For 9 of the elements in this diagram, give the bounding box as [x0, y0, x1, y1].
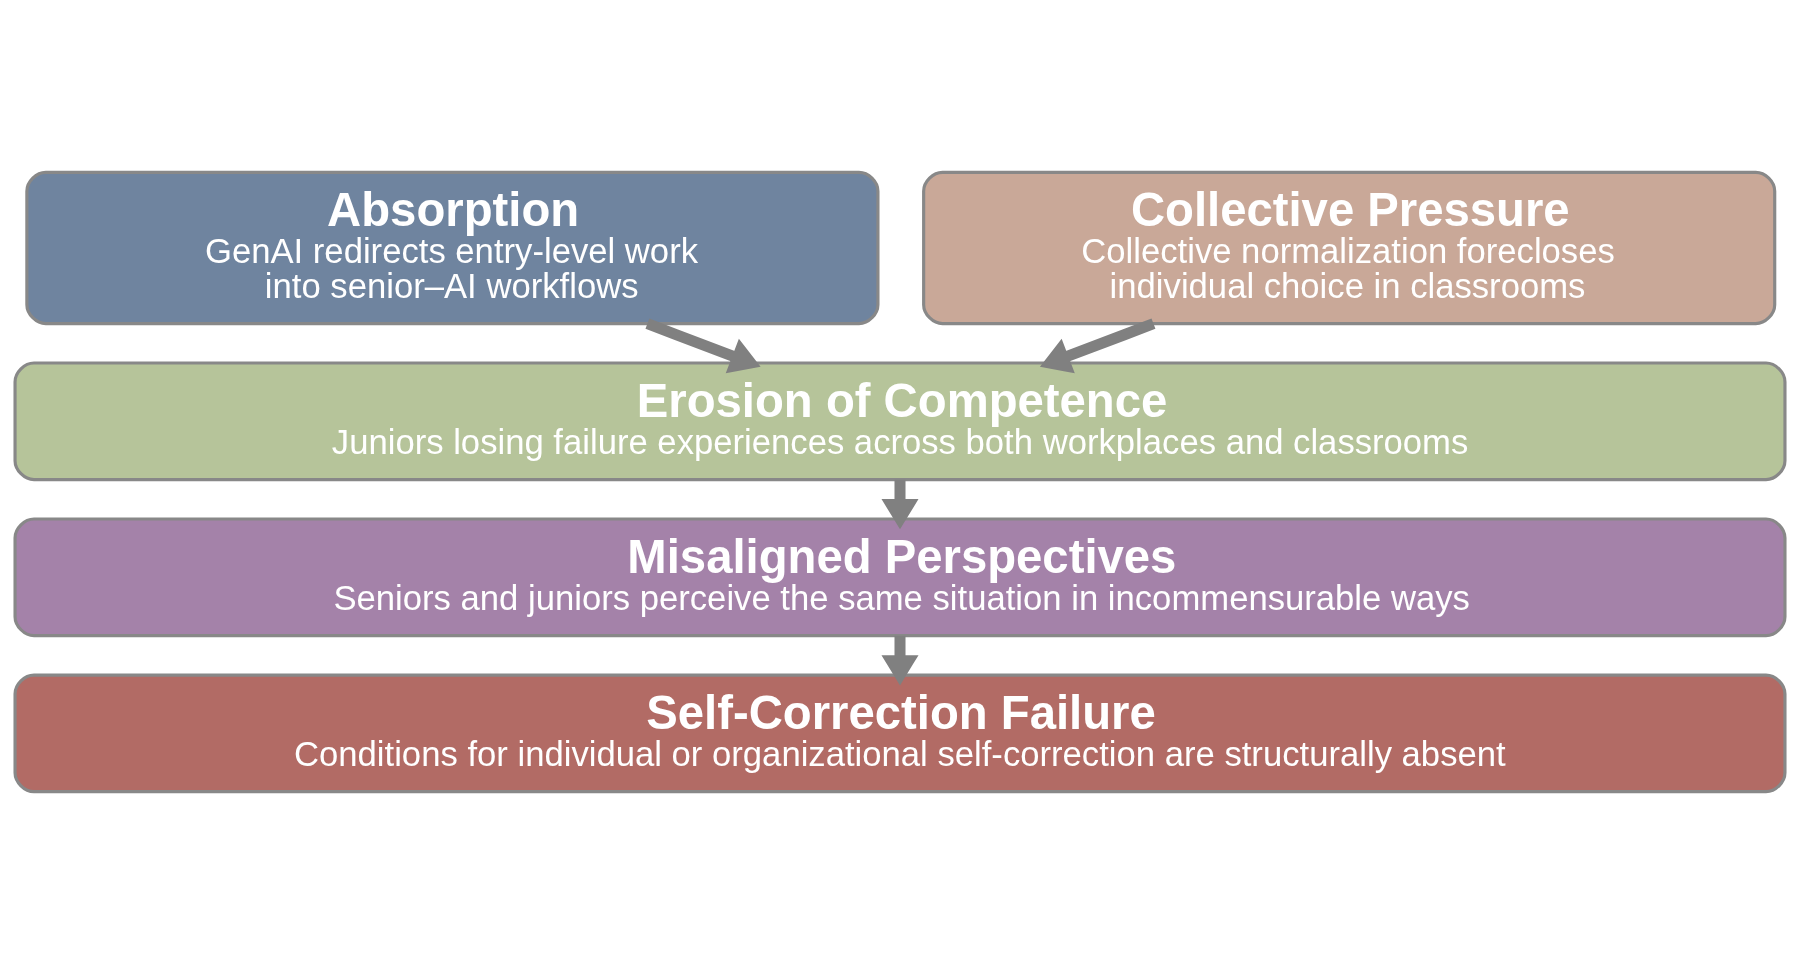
- arrow: [1039, 318, 1156, 374]
- arrow: [881, 479, 919, 530]
- node-box: Misaligned Perspectives Seniors and juniors perceive the same situation in incommensurable ways: [13, 517, 1787, 638]
- node-box: Self-Correction Failure Conditions for individual or organizational self-correction are structurally absent: [13, 673, 1787, 794]
- node-box: Erosion of Competence Juniors losing failure experiences across both workplaces and classrooms: [13, 361, 1787, 482]
- node-box: Absorption GenAI redirects entry-level work into senior–AI workflows: [25, 170, 880, 326]
- arrow: [645, 318, 761, 374]
- arrow: [881, 635, 919, 686]
- node-box: Collective Pressure Collective normalization forecloses individual choice in classrooms: [922, 170, 1777, 326]
